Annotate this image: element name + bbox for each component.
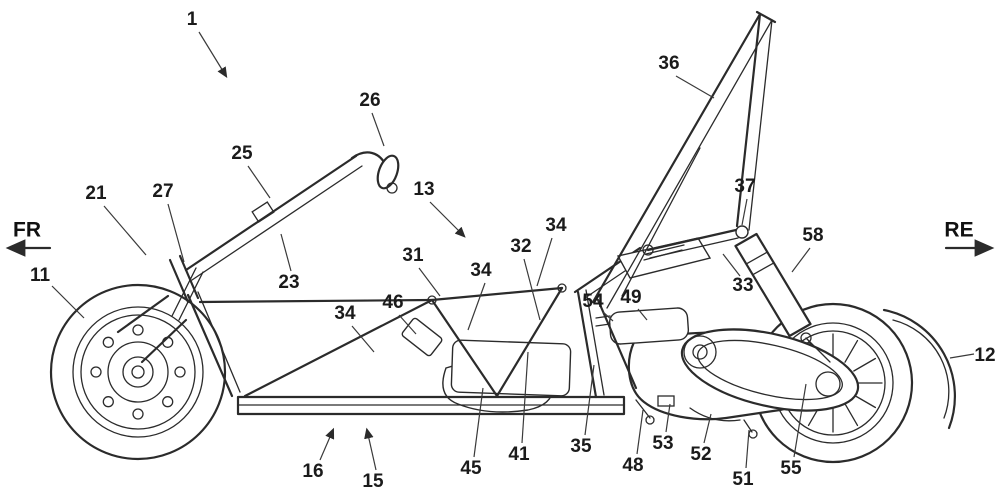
- ref-label-33: 33: [732, 275, 753, 296]
- ref-label-34b: 34: [470, 260, 492, 281]
- front-direction-label: FR: [13, 219, 41, 242]
- ref-label-13: 13: [413, 179, 434, 200]
- rear-direction-label: RE: [944, 219, 973, 242]
- rear-shock: [734, 225, 831, 363]
- ref-label-51: 51: [732, 469, 754, 490]
- ref-label-16: 16: [302, 461, 323, 482]
- ref-label-41: 41: [508, 444, 530, 465]
- roll-mast: [591, 10, 777, 309]
- ref-label-53: 53: [652, 433, 673, 454]
- ref-label-1: 1: [187, 9, 198, 30]
- ref-label-34c: 34: [334, 303, 356, 324]
- handlebar-grip: [376, 154, 400, 190]
- leader-lines: [51, 31, 975, 471]
- ref-label-32: 32: [510, 236, 531, 257]
- front-suspension: [116, 254, 204, 364]
- engine-assembly: [595, 307, 860, 439]
- ref-label-15: 15: [362, 471, 384, 492]
- seat-plate: [616, 237, 712, 279]
- ref-label-11: 11: [30, 265, 51, 286]
- ref-label-52: 52: [690, 444, 711, 465]
- steering-assembly: [184, 151, 400, 281]
- ref-label-21: 21: [85, 183, 107, 204]
- ref-label-55: 55: [780, 458, 802, 479]
- bracket-plate: [401, 317, 443, 357]
- ref-label-12: 12: [974, 345, 995, 366]
- ref-label-45: 45: [460, 458, 482, 479]
- ref-label-25: 25: [231, 143, 253, 164]
- cvt-cover: [680, 328, 860, 412]
- reference-labels: 1 36 26 25 21 27 13 37 34 32 58 11 23 31…: [30, 9, 996, 492]
- ref-label-46: 46: [382, 292, 403, 313]
- ref-label-31: 31: [402, 245, 424, 266]
- ref-label-36: 36: [658, 53, 679, 74]
- ref-label-26: 26: [359, 90, 380, 111]
- ref-label-48: 48: [622, 455, 643, 476]
- tank: [450, 339, 572, 397]
- ref-label-23: 23: [278, 272, 299, 293]
- rear-fender: [882, 308, 956, 430]
- air-box: [608, 307, 690, 345]
- shock-upper-mount: [735, 225, 749, 239]
- ref-label-35: 35: [570, 436, 592, 457]
- ref-label-54: 54: [582, 291, 604, 312]
- ref-label-34a: 34: [545, 215, 567, 236]
- direction-front: FR: [5, 219, 52, 257]
- ref-label-27: 27: [152, 181, 173, 202]
- frame: [186, 228, 739, 416]
- ref-label-37: 37: [734, 176, 755, 197]
- direction-rear: RE: [944, 219, 995, 257]
- ref-label-58: 58: [802, 225, 823, 246]
- ref-label-49: 49: [620, 287, 641, 308]
